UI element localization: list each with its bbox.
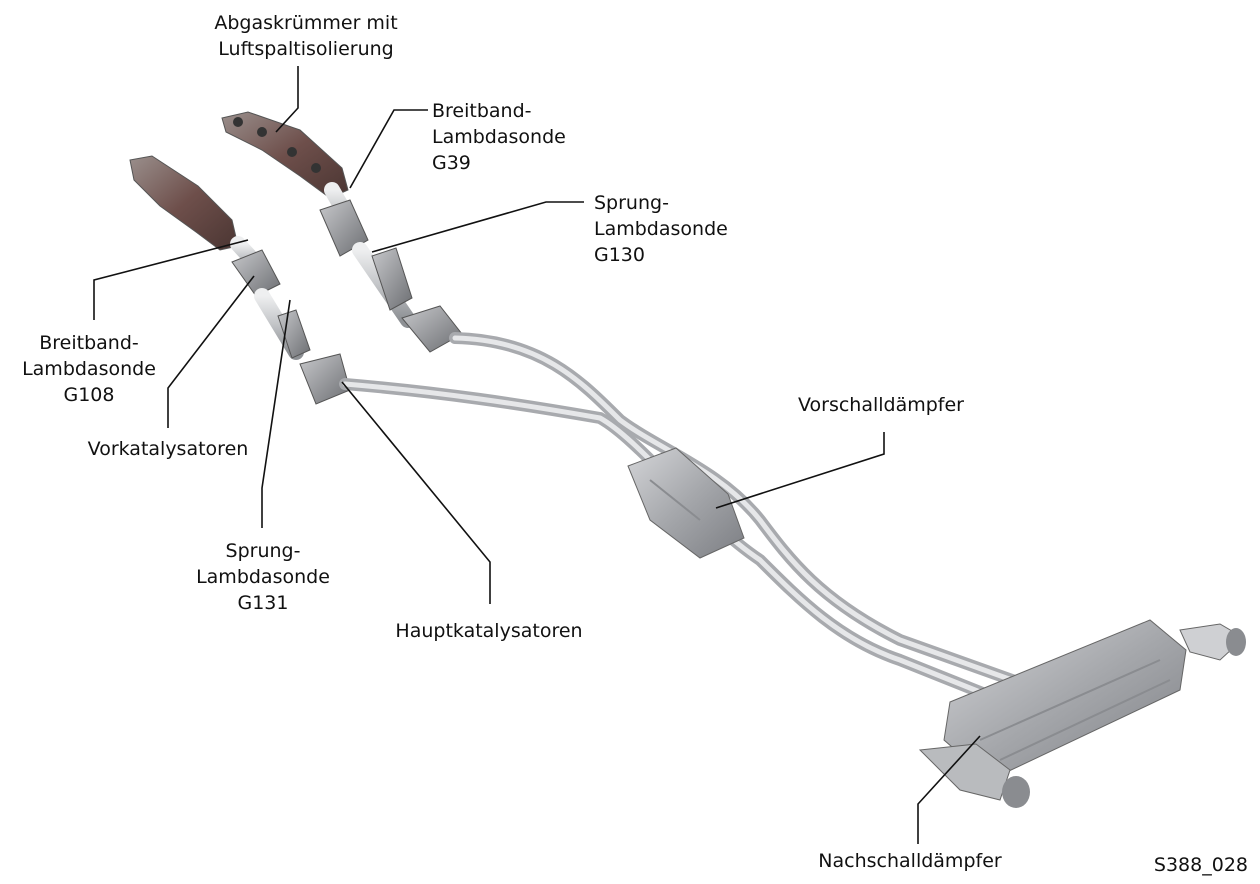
label-nachschalldaempfer: Nachschalldämpfer: [810, 848, 1010, 874]
label-breitband-g108: Breitband- Lambdasonde G108: [14, 330, 164, 408]
left-bank-catalysts: [232, 244, 350, 404]
front-muffler: [628, 448, 744, 558]
label-sprung-g131: Sprung- Lambdasonde G131: [188, 538, 338, 616]
leader-hauptkatalysatoren: [342, 382, 490, 604]
leader-abgaskruemmer: [276, 66, 298, 132]
right-bank-catalysts: [320, 190, 462, 352]
label-hauptkatalysatoren: Hauptkatalysatoren: [384, 618, 594, 644]
leader-vorkatalysatoren: [168, 276, 254, 428]
exhaust-manifold-left: [130, 156, 238, 250]
label-breitband-g39: Breitband- Lambdasonde G39: [432, 98, 566, 176]
leader-breitband-g108: [94, 240, 248, 320]
label-vorkatalysatoren: Vorkatalysatoren: [78, 436, 258, 462]
label-abgaskruemmer: Abgaskrümmer mit Luftspaltisolierung: [206, 10, 406, 62]
label-sprung-g130: Sprung- Lambdasonde G130: [594, 190, 728, 268]
figure-code: S388_028: [1154, 852, 1248, 878]
rear-muffler: [920, 620, 1246, 808]
leader-breitband-g39: [350, 110, 428, 188]
leader-sprung-g130: [372, 202, 584, 252]
label-vorschalldaempfer: Vorschalldämpfer: [786, 392, 976, 418]
